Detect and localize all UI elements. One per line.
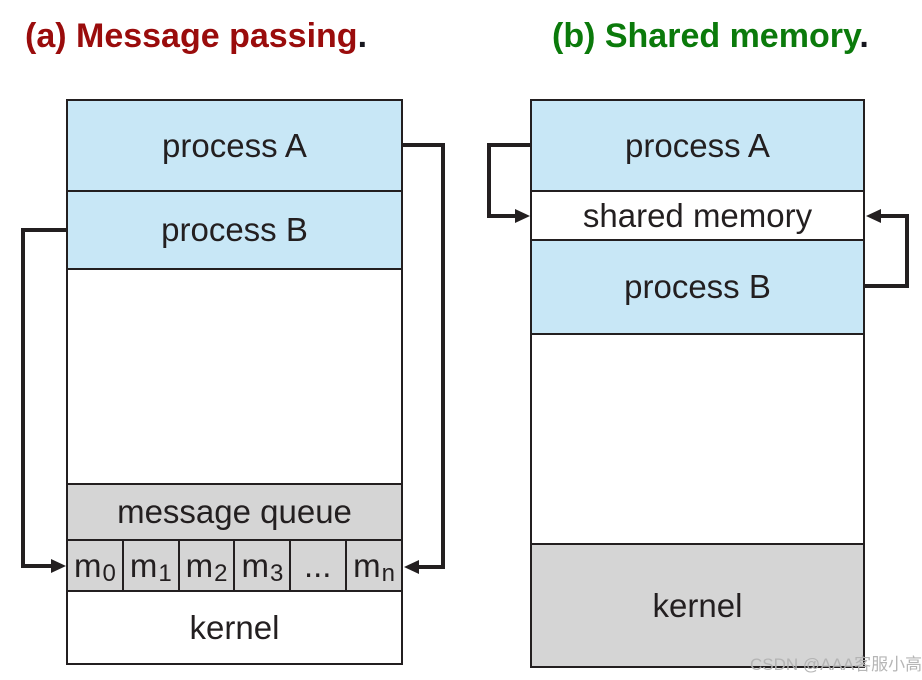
sm-process-a-label: process A	[625, 126, 770, 164]
shared-memory-diagram: process A shared memory process B kernel	[530, 99, 865, 668]
sm-process-b-box: process B	[532, 241, 863, 335]
m0-sub: 0	[102, 559, 116, 587]
mn-sub: n	[381, 559, 395, 587]
m2-base: m	[185, 546, 214, 584]
caption-a-text: (a) Message passing	[25, 17, 358, 55]
shared-memory-box: shared memory	[532, 192, 863, 241]
caption-b-period: .	[859, 17, 869, 55]
sm-kernel-label: kernel	[652, 586, 743, 624]
caption-b-text: (b) Shared memory	[552, 17, 860, 55]
arrow-process-b-to-shared-memory	[865, 214, 909, 288]
m3-sub: 3	[269, 559, 284, 587]
caption-shared-memory: (b) Shared memory.	[552, 16, 869, 56]
sm-empty-region	[532, 335, 863, 545]
arrow-process-a-to-shared-memory	[487, 143, 531, 218]
m0-base: m	[73, 546, 102, 584]
arrow-process-b-to-queue	[21, 228, 67, 568]
ellipsis-base: ...	[303, 546, 332, 584]
mp-process-b-box: process B	[68, 192, 401, 270]
message-queue-label: message queue	[117, 493, 352, 530]
mp-empty-region	[68, 270, 401, 485]
mp-kernel-box: kernel	[68, 592, 401, 663]
sm-process-a-box: process A	[532, 101, 863, 192]
arrowhead-process-b-to-queue	[51, 559, 66, 573]
message-queue-box: message queue	[68, 485, 401, 541]
sm-kernel-box: kernel	[532, 545, 863, 666]
caption-a-period: .	[357, 17, 368, 55]
message-cell-ellipsis: ...	[291, 541, 348, 590]
mp-process-b-label: process B	[161, 211, 308, 248]
arrowhead-process-b-to-shared-memory	[866, 209, 881, 223]
m3-base: m	[241, 546, 269, 584]
arrowhead-process-a-to-shared-memory	[515, 209, 530, 223]
shared-memory-label: shared memory	[582, 196, 813, 234]
mp-process-a-label: process A	[162, 126, 307, 164]
mp-kernel-label: kernel	[189, 608, 280, 646]
sm-process-b-label: process B	[624, 268, 771, 305]
m2-sub: 2	[214, 559, 228, 587]
watermark: CSDN @AAA客服小高	[750, 655, 922, 674]
mn-base: m	[353, 546, 381, 584]
mp-process-a-box: process A	[68, 101, 401, 192]
m1-sub: 1	[158, 559, 172, 587]
arrow-process-a-to-queue	[402, 143, 445, 569]
caption-message-passing: (a) Message passing.	[25, 16, 367, 56]
arrowhead-process-a-to-queue	[404, 560, 419, 574]
m1-base: m	[129, 546, 158, 584]
